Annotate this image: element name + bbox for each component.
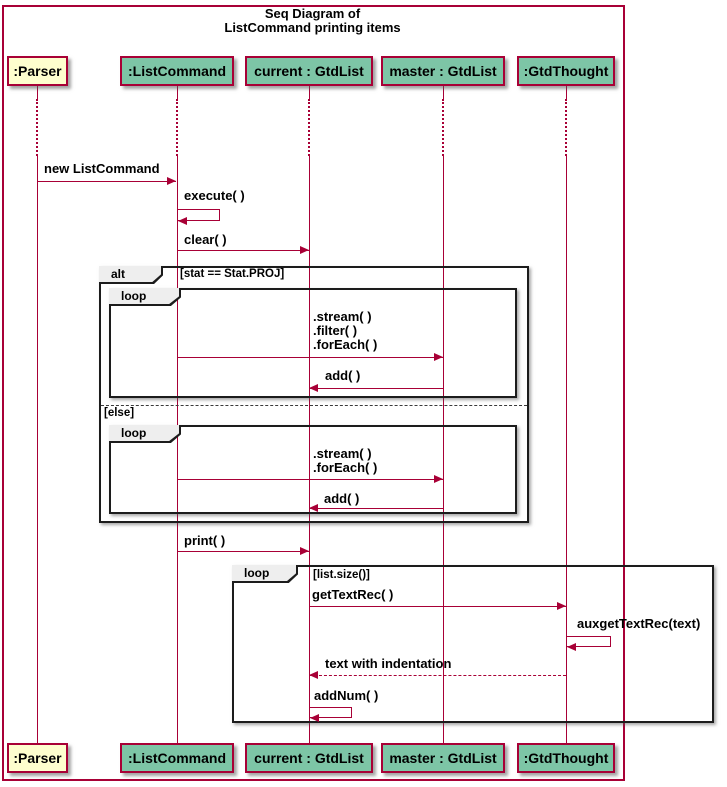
fragment-loop3-guard: [list.size()] bbox=[313, 569, 370, 581]
message-print-line bbox=[178, 551, 309, 552]
lifeline-parser bbox=[37, 156, 38, 743]
message-new-listcommand-head bbox=[167, 177, 176, 185]
participant-bottom-gtdthought: :GtdThought bbox=[517, 743, 615, 773]
message-execute-label: execute( ) bbox=[184, 188, 245, 203]
message-add1-head bbox=[309, 384, 318, 392]
message-addnum-line bbox=[310, 707, 352, 718]
message-addnum-label: addNum( ) bbox=[314, 688, 379, 703]
fragment-alt-else-label: [else] bbox=[104, 407, 135, 419]
lifeline-parser-delay bbox=[36, 99, 38, 156]
fragment-alt bbox=[99, 266, 529, 523]
lifeline-master bbox=[443, 156, 444, 743]
message-addnum-head bbox=[310, 714, 319, 722]
participant-top-gtdthought: :GtdThought bbox=[517, 56, 615, 86]
message-add2-label: add( ) bbox=[324, 491, 360, 506]
lifeline-gtdthought-delay bbox=[565, 99, 567, 156]
diagram-title: Seq Diagram of ListCommand printing item… bbox=[2, 7, 623, 35]
fragment-loop3-label: loop bbox=[244, 566, 270, 580]
message-clear-head bbox=[300, 246, 309, 254]
message-gettextrec-label: getTextRec( ) bbox=[312, 587, 394, 602]
message-gettextrec-line bbox=[310, 606, 566, 607]
message-stream-filter-foreach-head bbox=[434, 353, 443, 361]
lifeline-master-stub bbox=[443, 86, 444, 99]
message-stream-foreach-head bbox=[434, 475, 443, 483]
lifeline-master-delay bbox=[442, 99, 444, 156]
fragment-loop1-tab: loop bbox=[109, 288, 181, 306]
message-text-with-indentation-label: text with indentation bbox=[325, 656, 452, 671]
fragment-alt-label: alt bbox=[111, 267, 126, 281]
message-text-with-indentation-line bbox=[309, 675, 566, 676]
fragment-loop2-label: loop bbox=[121, 426, 147, 440]
participant-top-current: current : GtdList bbox=[245, 56, 373, 86]
fragment-alt-divider bbox=[101, 405, 527, 406]
diagram-title-line2: ListCommand printing items bbox=[224, 20, 401, 35]
message-new-listcommand-label: new ListCommand bbox=[44, 161, 160, 176]
message-print-label: print( ) bbox=[184, 533, 226, 548]
message-add1-label: add( ) bbox=[325, 368, 361, 383]
message-clear-line bbox=[178, 250, 309, 251]
message-add1-line bbox=[309, 388, 443, 389]
lifeline-gtdthought bbox=[566, 156, 567, 743]
lifeline-gtdthought-stub bbox=[566, 86, 567, 99]
diagram-title-line1: Seq Diagram of bbox=[264, 6, 361, 21]
diagram-frame bbox=[2, 5, 625, 781]
participant-top-master: master : GtdList bbox=[381, 56, 505, 86]
message-stream-filter-foreach-label: .stream( ) .filter( ) .forEach( ) bbox=[313, 309, 378, 352]
message-text-with-indentation-head bbox=[309, 671, 318, 679]
lifeline-listcommand-stub bbox=[177, 86, 178, 99]
participant-bottom-current: current : GtdList bbox=[245, 743, 373, 773]
lifeline-current-delay bbox=[308, 99, 310, 156]
message-stream-foreach-line bbox=[178, 479, 443, 480]
participant-top-listcommand: :ListCommand bbox=[120, 56, 234, 86]
participant-bottom-master: master : GtdList bbox=[381, 743, 505, 773]
message-execute-head bbox=[178, 217, 187, 225]
lifeline-listcommand-delay bbox=[176, 99, 178, 156]
message-auxgettextrec-label: auxgetTextRec(text) bbox=[577, 616, 701, 631]
message-stream-filter-foreach-line bbox=[178, 357, 443, 358]
fragment-loop1-label: loop bbox=[121, 289, 147, 303]
participant-bottom-parser: :Parser bbox=[7, 743, 68, 773]
fragment-loop3 bbox=[232, 565, 714, 723]
fragment-loop2-tab: loop bbox=[109, 425, 181, 443]
message-clear-label: clear( ) bbox=[184, 232, 227, 247]
message-gettextrec-head bbox=[557, 602, 566, 610]
message-new-listcommand-line bbox=[38, 181, 176, 182]
message-auxgettextrec-line bbox=[567, 636, 611, 647]
fragment-alt-tab: alt bbox=[99, 266, 163, 284]
message-auxgettextrec-head bbox=[567, 643, 576, 651]
fragment-loop3-tab: loop bbox=[232, 565, 298, 583]
message-execute-line bbox=[178, 209, 220, 221]
lifeline-listcommand bbox=[177, 156, 178, 743]
fragment-loop2 bbox=[109, 425, 517, 514]
lifeline-current bbox=[309, 156, 310, 743]
participant-bottom-listcommand: :ListCommand bbox=[120, 743, 234, 773]
participant-top-parser: :Parser bbox=[7, 56, 68, 86]
message-add2-head bbox=[309, 504, 318, 512]
lifeline-current-stub bbox=[309, 86, 310, 99]
fragment-alt-guard: [stat == Stat.PROJ] bbox=[180, 268, 285, 280]
fragment-loop1 bbox=[109, 288, 517, 398]
lifeline-parser-stub bbox=[37, 86, 38, 99]
message-stream-foreach-label: .stream( ) .forEach( ) bbox=[313, 446, 378, 475]
message-add2-line bbox=[309, 508, 443, 509]
message-print-head bbox=[300, 547, 309, 555]
